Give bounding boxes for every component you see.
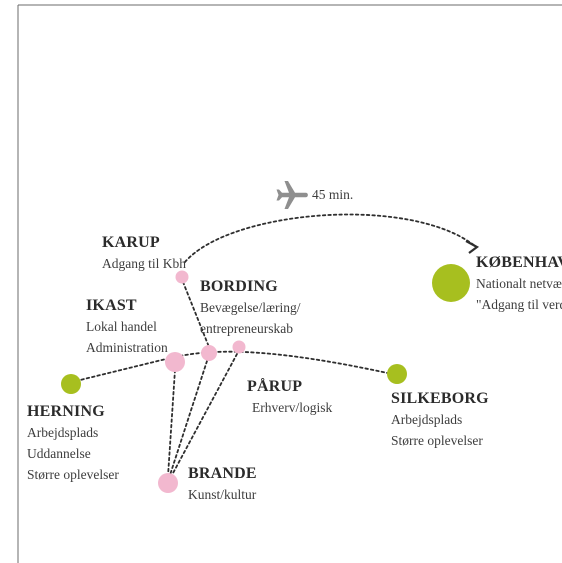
bording-desc-2: entrepreneurskab xyxy=(200,321,293,336)
ikast-name: IKAST xyxy=(86,297,137,314)
route-bording-brande xyxy=(169,360,208,476)
karup-desc-1: Adgang til Kbh xyxy=(102,256,186,271)
ikast-dot xyxy=(165,352,185,372)
paarup-desc-1: Erhverv/logisk xyxy=(252,400,333,415)
route-paarup-brande xyxy=(171,353,238,476)
herning-label: HERNING Arbejdsplads Uddannelse Større o… xyxy=(27,401,119,485)
herning-dot xyxy=(61,374,81,394)
silkeborg-dot xyxy=(387,364,407,384)
herning-name: HERNING xyxy=(27,403,105,420)
route-karup-koebenhavn xyxy=(184,213,476,263)
herning-desc-3: Større oplevelser xyxy=(27,467,119,482)
route-herning-ikast xyxy=(75,357,171,382)
herning-desc-1: Arbejdsplads xyxy=(27,425,99,440)
silkeborg-desc-1: Arbejdsplads xyxy=(391,412,463,427)
silkeborg-name: SILKEBORG xyxy=(391,390,489,407)
karup-label: KARUP Adgang til Kbh xyxy=(102,232,186,274)
bording-desc-1: Bevægelse/læring/ xyxy=(200,300,301,315)
karup-name: KARUP xyxy=(102,234,160,251)
brande-desc-1: Kunst/kultur xyxy=(188,487,257,502)
koebenhavn-label: KØBENHAVN Nationalt netvæ "Adgang til ve… xyxy=(476,252,562,315)
airplane-icon xyxy=(276,181,308,209)
koebenhavn-desc-2: "Adgang til verd xyxy=(476,297,562,312)
ikast-desc-1: Lokal handel xyxy=(86,319,157,334)
brande-name: BRANDE xyxy=(188,465,257,482)
silkeborg-desc-2: Større oplevelser xyxy=(391,433,483,448)
koebenhavn-dot xyxy=(432,264,470,302)
arrowhead-icon xyxy=(465,240,480,254)
koebenhavn-desc-1: Nationalt netvæ xyxy=(476,276,562,291)
bording-name: BORDING xyxy=(200,278,278,295)
route-karup-bording xyxy=(182,281,210,348)
silkeborg-label: SILKEBORG Arbejdsplads Større oplevelser xyxy=(391,388,489,451)
bording-label: BORDING Bevægelse/læring/ entrepreneursk… xyxy=(200,276,301,339)
brande-label: BRANDE Kunst/kultur xyxy=(188,463,257,505)
ikast-desc-2: Administration xyxy=(86,340,168,355)
route-ikast-silkeborg xyxy=(179,350,393,375)
bording-dot xyxy=(201,345,217,361)
flight-time-label: 45 min. xyxy=(312,187,354,202)
paarup-label: PÅRUP Erhverv/logisk xyxy=(247,376,332,418)
ikast-label: IKAST Lokal handel Administration xyxy=(86,295,168,358)
route-ikast-brande xyxy=(167,369,176,477)
koebenhavn-name: KØBENHAVN xyxy=(476,254,562,271)
paarup-dot xyxy=(232,340,246,354)
herning-desc-2: Uddannelse xyxy=(27,446,91,461)
paarup-name: PÅRUP xyxy=(247,378,303,395)
karup-dot xyxy=(175,270,189,284)
brande-dot xyxy=(158,473,178,493)
